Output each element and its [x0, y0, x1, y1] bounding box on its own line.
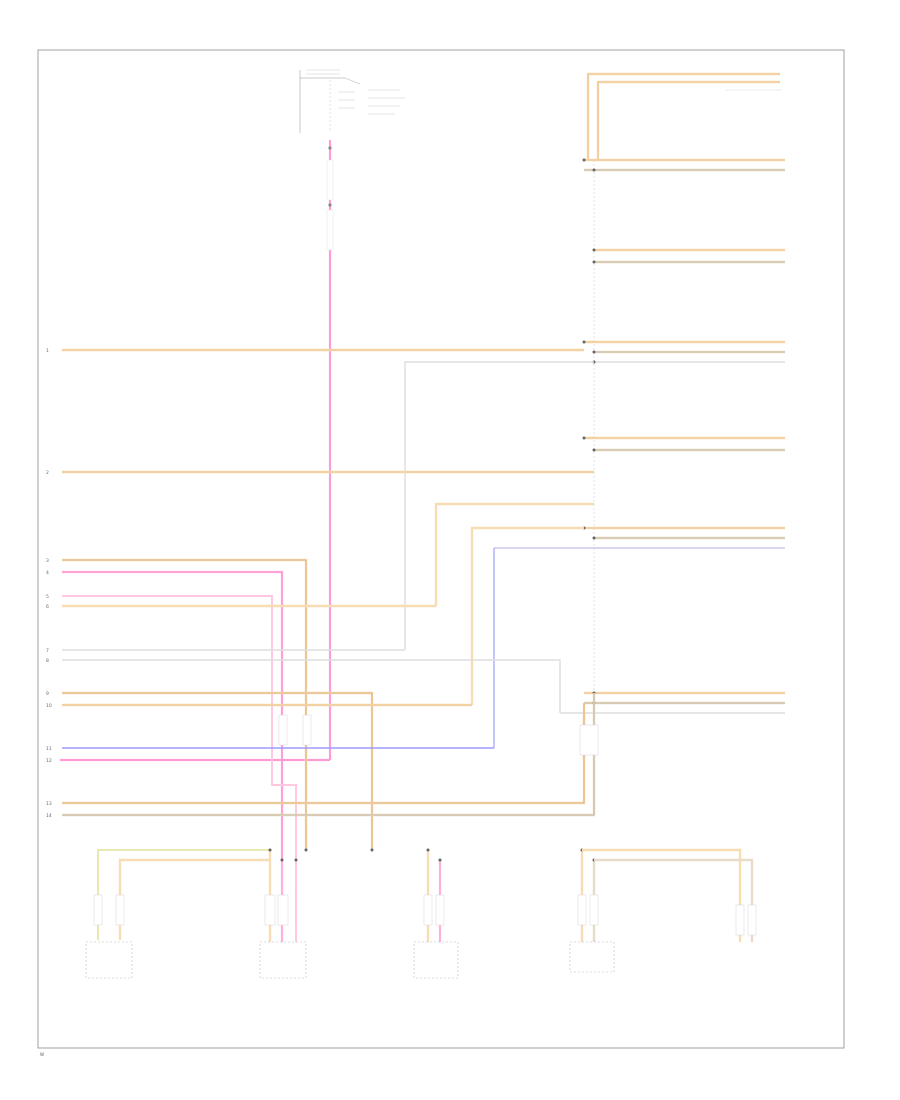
- bottom-component-2: [259, 848, 308, 979]
- bottom-component-1: [85, 849, 270, 979]
- right-module-6: [494, 526, 785, 549]
- pin-label: 11: [46, 746, 52, 752]
- pin-label: 1: [46, 348, 49, 354]
- pin-label: 5: [46, 594, 49, 600]
- right-module-1: [586, 72, 782, 160]
- right-module-4: [582, 340, 785, 364]
- top-switch: [299, 69, 405, 133]
- diagram-frame: [37, 49, 845, 1049]
- pin-label: 8: [46, 658, 49, 664]
- pin-label: 13: [46, 801, 52, 807]
- pin-label: 3: [46, 558, 49, 564]
- pin-label: 12: [46, 758, 52, 764]
- pin-label: 7: [46, 648, 49, 654]
- bottom-component-5: [582, 848, 757, 942]
- right-module-7: [560, 691, 785, 714]
- pin-label: 14: [46, 813, 52, 819]
- footer-ref: W: [40, 1052, 44, 1057]
- right-module-5: [582, 436, 785, 452]
- left-wires: [62, 348, 596, 860]
- left-pin-labels: 1 2 3 4 5 6 7 8 9 10 11 12 13 14: [46, 348, 52, 819]
- inline-connectors: [278, 714, 599, 756]
- pin-label: 6: [46, 604, 49, 610]
- pin-label: 4: [46, 570, 49, 576]
- bottom-component-4: [569, 848, 615, 973]
- pin-label: 2: [46, 470, 49, 476]
- bottom-component-3: [370, 848, 459, 979]
- pin-label: 9: [46, 691, 49, 697]
- pink-main-wire: [60, 140, 334, 762]
- right-module-2: [582, 158, 785, 172]
- pin-label: 10: [46, 703, 52, 709]
- right-module-3: [592, 248, 785, 264]
